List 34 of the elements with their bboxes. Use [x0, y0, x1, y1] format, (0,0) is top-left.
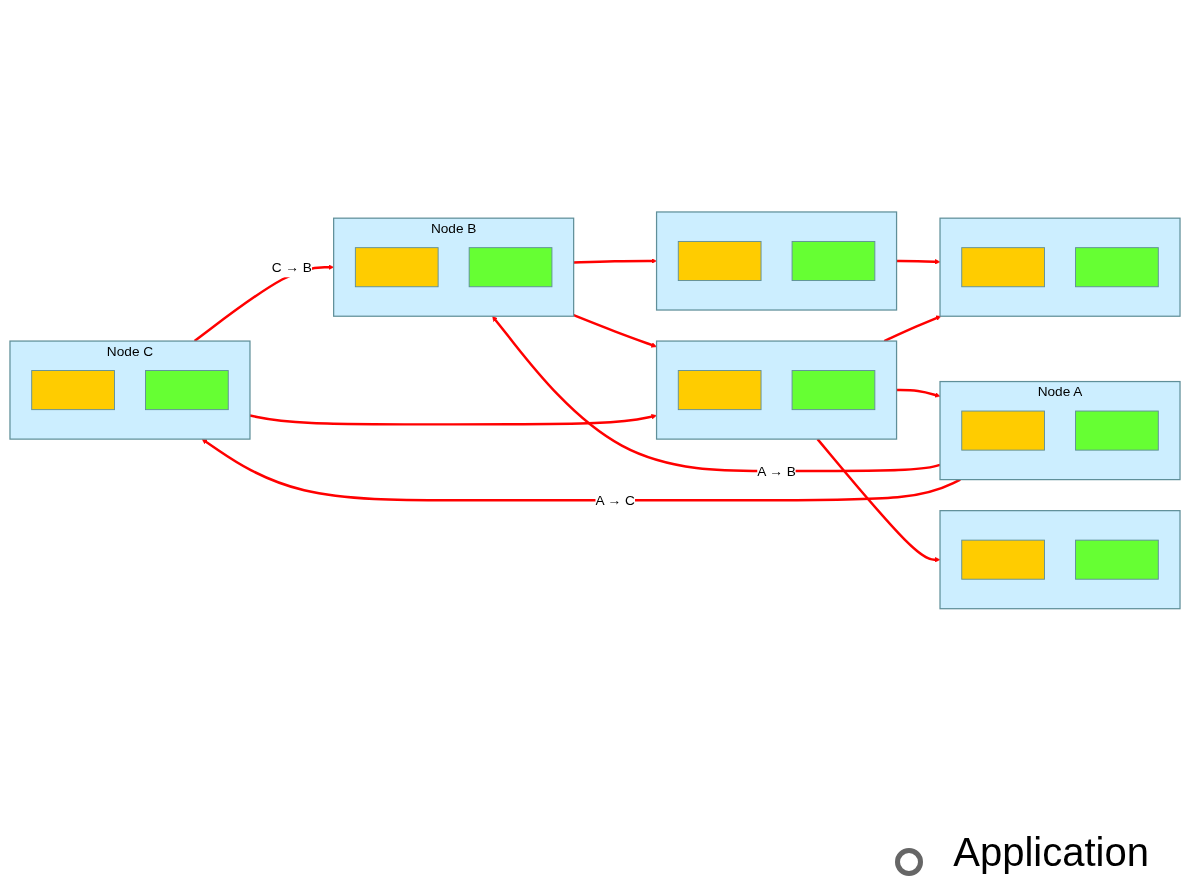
- arrow: [816, 437, 940, 563]
- edge-label: C → B: [271, 259, 312, 275]
- edge-label: A → C: [594, 492, 635, 508]
- node-bar: [677, 369, 761, 410]
- cluster: Node B: [332, 217, 574, 317]
- arrow: [249, 413, 657, 426]
- node-bar: [30, 369, 115, 410]
- cluster: [938, 509, 1181, 609]
- cluster: Node C: [8, 340, 251, 440]
- node-bar: [960, 246, 1045, 287]
- node-bar: [1074, 539, 1159, 580]
- node-bar: [791, 240, 875, 281]
- cluster: [655, 340, 897, 440]
- node-bar: [960, 539, 1045, 580]
- node-bar: [677, 240, 761, 281]
- arrow: [491, 315, 940, 472]
- node-bar: [960, 410, 1045, 451]
- arrow: [896, 258, 940, 265]
- cluster: [655, 211, 897, 311]
- cluster: Node A: [938, 380, 1181, 480]
- node-bar: [354, 246, 439, 287]
- node-bar: [1074, 246, 1159, 287]
- note-text: Application: [953, 830, 1149, 876]
- cluster: [938, 217, 1181, 317]
- node-bar: [468, 246, 552, 287]
- arrow: [883, 315, 941, 342]
- arrow: [573, 257, 657, 264]
- arrow: [572, 313, 657, 348]
- arrow: [201, 438, 961, 502]
- edge-label: A → B: [756, 462, 796, 479]
- node-bar: [791, 369, 875, 410]
- node-bar: [1074, 410, 1159, 451]
- arrow: [896, 388, 940, 398]
- node-bar: [144, 369, 229, 410]
